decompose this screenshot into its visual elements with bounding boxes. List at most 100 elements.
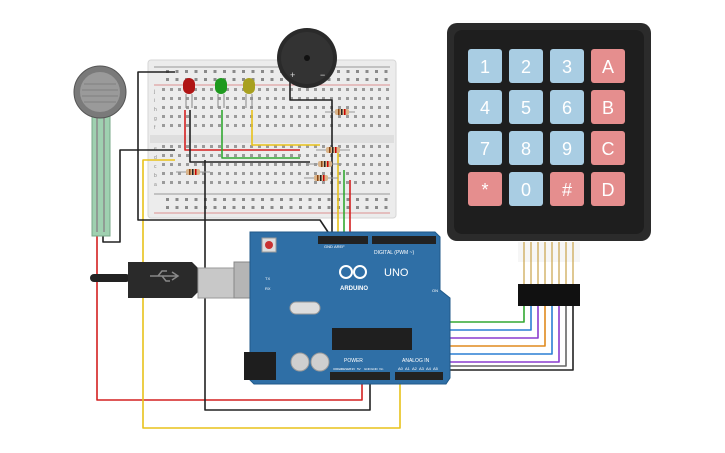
breadboard-hole bbox=[282, 181, 285, 184]
breadboard-hole bbox=[202, 88, 205, 91]
resistor bbox=[308, 161, 342, 167]
breadboard-hole bbox=[186, 97, 189, 100]
breadboard-hole bbox=[274, 163, 277, 166]
keypad-key-face[interactable] bbox=[468, 172, 502, 206]
keypad-key-label: 9 bbox=[562, 139, 572, 159]
rail-hole bbox=[251, 198, 255, 201]
keypad-key-face[interactable] bbox=[509, 131, 543, 165]
rail-hole bbox=[232, 198, 236, 201]
keypad-key-face[interactable] bbox=[509, 49, 543, 83]
row-letter: e bbox=[154, 146, 157, 152]
keypad-key[interactable]: 0 bbox=[509, 172, 543, 206]
breadboard-hole bbox=[242, 181, 245, 184]
breadboard-hole bbox=[370, 106, 373, 109]
breadboard-hole bbox=[378, 115, 381, 118]
breadboard-hole bbox=[282, 106, 285, 109]
rail-hole bbox=[175, 198, 179, 201]
breadboard-hole bbox=[306, 154, 309, 157]
rail-hole bbox=[299, 198, 302, 201]
breadboard-hole bbox=[274, 106, 277, 109]
breadboard-hole bbox=[162, 97, 165, 100]
keypad-key-face[interactable] bbox=[550, 131, 584, 165]
keypad-key[interactable]: 1 bbox=[468, 49, 502, 83]
row-letter: b bbox=[154, 173, 157, 179]
rail-hole bbox=[346, 198, 350, 201]
breadboard-hole bbox=[266, 115, 269, 118]
breadboard-hole bbox=[202, 124, 205, 127]
keypad-key[interactable]: C bbox=[591, 131, 625, 165]
rail-hole bbox=[356, 70, 359, 73]
breadboard-hole bbox=[362, 124, 365, 127]
breadboard-hole bbox=[370, 181, 373, 184]
rail-hole bbox=[375, 206, 378, 209]
keypad-key[interactable]: 6 bbox=[550, 90, 584, 124]
keypad-key[interactable]: 3 bbox=[550, 49, 584, 83]
rail-hole bbox=[327, 78, 331, 81]
keypad-key[interactable]: * bbox=[468, 172, 502, 206]
keypad-key-face[interactable] bbox=[591, 131, 625, 165]
keypad-key[interactable]: 8 bbox=[509, 131, 543, 165]
breadboard-hole bbox=[386, 97, 389, 100]
keypad-key-face[interactable] bbox=[550, 90, 584, 124]
breadboard-hole bbox=[354, 106, 357, 109]
breadboard-hole bbox=[194, 154, 197, 157]
rail-hole bbox=[375, 78, 378, 81]
rail-hole bbox=[384, 198, 388, 201]
rail-hole bbox=[242, 198, 245, 201]
rail-hole bbox=[384, 206, 388, 209]
keypad-key[interactable]: 7 bbox=[468, 131, 502, 165]
breadboard-hole bbox=[306, 181, 309, 184]
breadboard-hole bbox=[170, 124, 173, 127]
keypad-key-face[interactable] bbox=[509, 172, 543, 206]
keypad-key[interactable]: # bbox=[550, 172, 584, 206]
breadboard-hole bbox=[370, 97, 373, 100]
breadboard-hole bbox=[234, 124, 237, 127]
breadboard-hole bbox=[234, 172, 237, 175]
keypad-key[interactable]: 4 bbox=[468, 90, 502, 124]
analog-label: ANALOG IN bbox=[402, 358, 430, 364]
breadboard-hole bbox=[354, 124, 357, 127]
keypad-key-face[interactable] bbox=[591, 172, 625, 206]
keypad-key-face[interactable] bbox=[468, 131, 502, 165]
keypad-key-face[interactable] bbox=[591, 90, 625, 124]
keypad-key[interactable]: D bbox=[591, 172, 625, 206]
keypad-key-face[interactable] bbox=[468, 90, 502, 124]
breadboard-hole bbox=[338, 124, 341, 127]
keypad-key[interactable]: A bbox=[591, 49, 625, 83]
keypad-key[interactable]: B bbox=[591, 90, 625, 124]
keypad-key[interactable]: 9 bbox=[550, 131, 584, 165]
digital-header-low bbox=[318, 236, 368, 244]
wire-red-led bbox=[184, 110, 300, 151]
breadboard-hole bbox=[346, 88, 349, 91]
breadboard-hole bbox=[194, 106, 197, 109]
breadboard-hole bbox=[362, 115, 365, 118]
wire-green-led bbox=[221, 110, 300, 159]
breadboard-hole bbox=[346, 124, 349, 127]
rail-hole bbox=[242, 70, 245, 73]
keypad-key-face[interactable] bbox=[468, 49, 502, 83]
breadboard-hole bbox=[178, 97, 181, 100]
breadboard-hole bbox=[370, 88, 373, 91]
rail-hole bbox=[289, 206, 293, 209]
board-model: UNO bbox=[384, 267, 409, 279]
keypad-key[interactable]: 2 bbox=[509, 49, 543, 83]
breadboard-hole bbox=[250, 154, 253, 157]
rail-hole bbox=[232, 206, 236, 209]
breadboard-hole bbox=[226, 97, 229, 100]
breadboard-hole bbox=[170, 163, 173, 166]
reset-button-cap[interactable] bbox=[265, 241, 273, 249]
breadboard-hole bbox=[314, 88, 317, 91]
keypad-key-face[interactable] bbox=[591, 49, 625, 83]
breadboard-hole bbox=[386, 145, 389, 148]
keypad-key-face[interactable] bbox=[550, 49, 584, 83]
breadboard-hole bbox=[290, 145, 293, 148]
breadboard-hole bbox=[274, 124, 277, 127]
keypad-key-face[interactable] bbox=[509, 90, 543, 124]
keypad-key[interactable]: 5 bbox=[509, 90, 543, 124]
arduino-uno: AREF GND DIGITAL (PWM ~) ARDUINO UNO TX … bbox=[244, 231, 451, 385]
keypad-key-face[interactable] bbox=[550, 172, 584, 206]
rail-hole bbox=[280, 78, 283, 81]
breadboard-hole bbox=[378, 88, 381, 91]
breadboard-hole bbox=[314, 172, 317, 175]
breadboard-hole bbox=[338, 172, 341, 175]
